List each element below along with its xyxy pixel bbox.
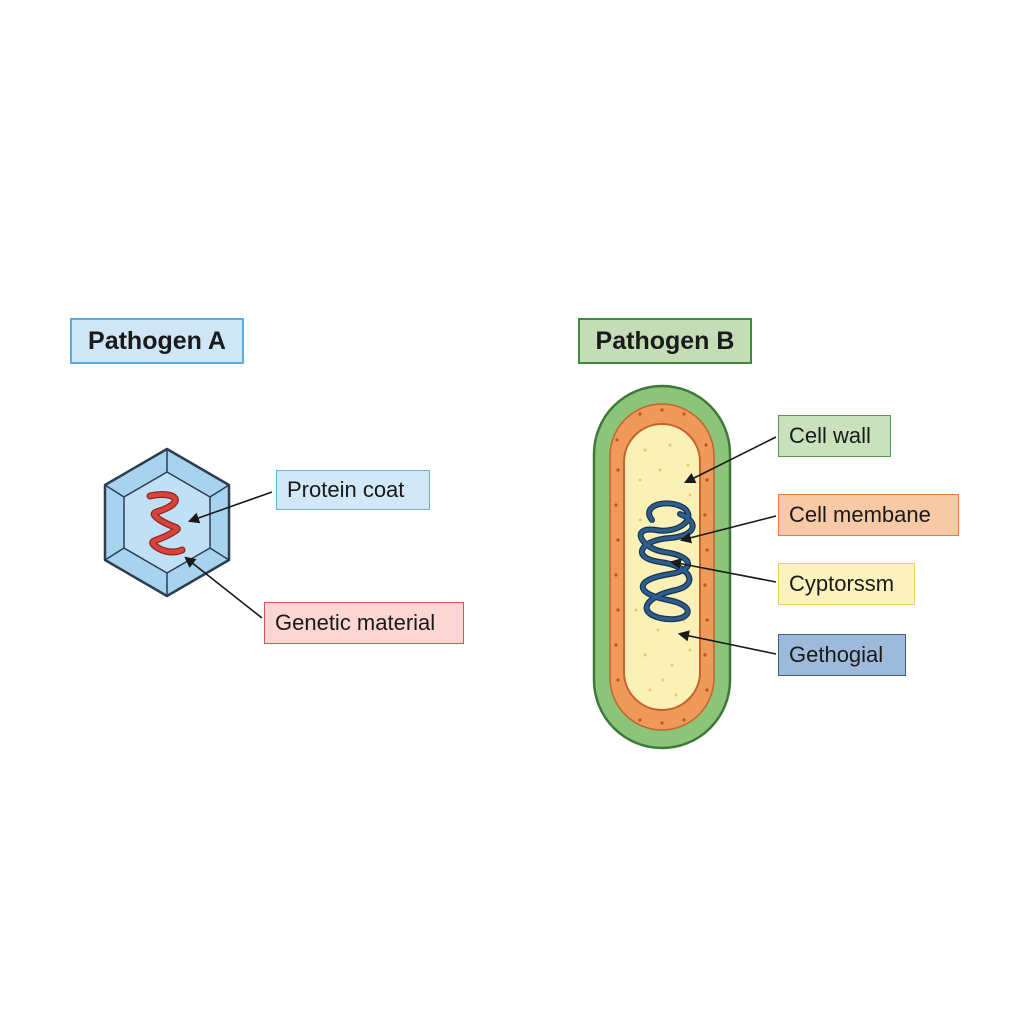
leader-genetic-material — [184, 556, 263, 619]
virus-illustration — [103, 447, 231, 598]
cell-wall-label: Cell wall — [778, 415, 891, 457]
virus-leader-lines — [184, 491, 273, 619]
leader-protein-coat — [187, 491, 273, 524]
virus-facet-edges — [104, 449, 230, 596]
cytoplasm-granules — [634, 443, 692, 697]
protein-coat-label: Protein coat — [276, 470, 430, 510]
leader-cell-wall — [683, 436, 777, 484]
leader-nucleoid — [677, 630, 777, 655]
bacterium-illustration — [592, 384, 732, 750]
nucleoid-label: Gethogial — [778, 634, 906, 676]
genetic-material-label: Genetic material — [264, 602, 464, 644]
cytoplasm-label: Cyptorssm — [778, 563, 915, 605]
pathogen-b-title: Pathogen B — [578, 318, 752, 364]
pathogen-a-title: Pathogen A — [70, 318, 244, 364]
leader-cytoplasm — [669, 558, 777, 583]
leader-cell-membrane — [679, 515, 777, 544]
membrane-dots — [614, 408, 709, 725]
bacterium-nucleoid — [637, 500, 696, 623]
cell-membrane-label: Cell membane — [778, 494, 959, 536]
bacterium-leader-lines — [669, 436, 777, 655]
